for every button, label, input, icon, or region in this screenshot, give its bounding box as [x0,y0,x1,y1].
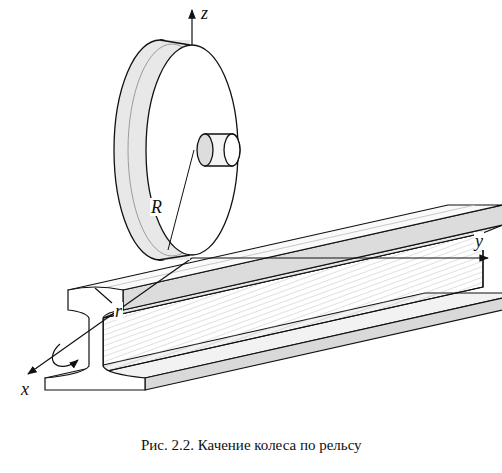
wheel [114,40,240,260]
coordinate-axes [28,258,488,374]
axis-label: z [200,4,209,22]
z-axis [191,10,192,45]
dimension-label: R [150,198,163,216]
axis-label: y [474,232,484,250]
axis-label: x [20,380,30,398]
figure-caption: Рис. 2.2. Качение колеса по рельсу [141,438,362,453]
rail [45,205,502,390]
dimension-label: r [114,302,123,320]
